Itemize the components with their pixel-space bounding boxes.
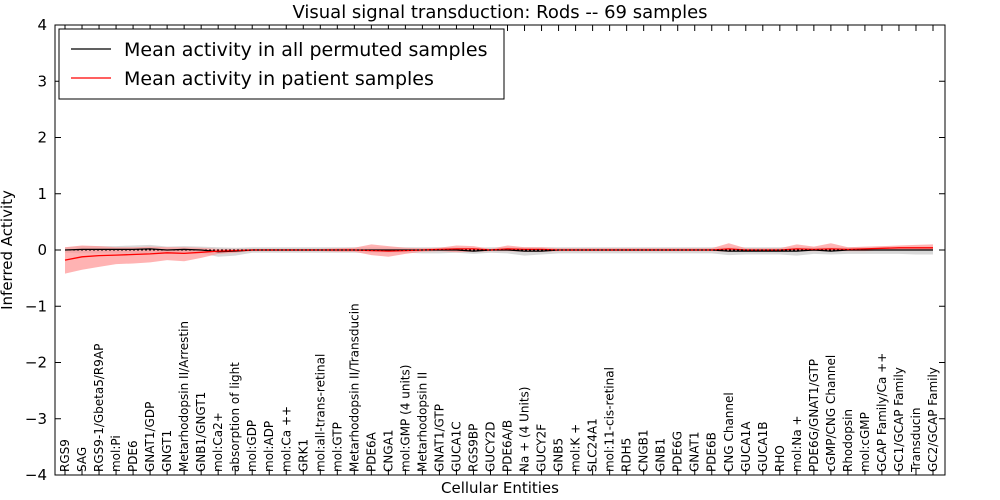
x-category-label: cGMP/CNG Channel bbox=[824, 355, 838, 472]
x-category-label: mol:Ca ++ bbox=[279, 406, 293, 472]
x-category-label: mol:K + bbox=[569, 424, 583, 472]
x-category-label: mol:all-trans-retinal bbox=[313, 354, 327, 472]
x-category-label: Metarhodopsin II/Arrestin bbox=[177, 321, 191, 472]
y-tick-label: 1 bbox=[37, 185, 47, 203]
x-category-label: GRK1 bbox=[296, 439, 310, 472]
legend-box bbox=[58, 28, 505, 100]
x-category-label: mol:11-cis-retinal bbox=[603, 367, 617, 472]
x-category-label: mol:GDP bbox=[245, 420, 259, 472]
x-category-label: GNB1 bbox=[654, 438, 668, 472]
x-category-label: Rhodopsin bbox=[841, 409, 855, 472]
x-category-label: RHO bbox=[773, 445, 787, 472]
x-category-label: CNGA1 bbox=[381, 430, 395, 473]
confidence-bands bbox=[65, 243, 933, 274]
x-category-label: Na + (4 Units) bbox=[518, 386, 532, 472]
line-series-1 bbox=[64, 247, 933, 261]
x-category-label: CNG Channel bbox=[722, 392, 736, 472]
y-axis-label: Inferred Activity bbox=[0, 190, 16, 310]
band-series-1 bbox=[65, 243, 933, 274]
x-category-label: mol:ADP bbox=[262, 421, 276, 472]
legend-label-patient: Mean activity in patient samples bbox=[124, 68, 434, 90]
x-category-label: mol:Ca2+ bbox=[211, 412, 225, 472]
x-category-label: GNAT1/GTP bbox=[432, 404, 446, 472]
x-category-label: GNB5 bbox=[552, 438, 566, 472]
x-category-label: GUCA1C bbox=[449, 421, 463, 472]
x-category-label: RGS9BP bbox=[466, 424, 480, 472]
x-category-label: PDE6 bbox=[126, 440, 140, 472]
x-category-label: GNAT1/GDP bbox=[143, 402, 157, 472]
x-category-label: GUCY2F bbox=[535, 424, 549, 472]
x-category-label: mol:cGMP bbox=[858, 412, 872, 472]
x-category-label: RDH5 bbox=[620, 438, 634, 472]
x-category-label: mol:GTP bbox=[330, 422, 344, 472]
x-category-label: GC1/GCAP Family bbox=[892, 367, 906, 472]
x-category-label: SAG bbox=[75, 447, 89, 472]
x-category-label: RGS9-1/Gbeta5/R9AP bbox=[92, 344, 106, 472]
x-category-label: PDE6G/GNAT1/GTP bbox=[807, 359, 821, 472]
x-category-label: mol:Na + bbox=[790, 415, 804, 472]
x-category-label: GUCA1A bbox=[739, 421, 753, 472]
x-category-label: GUCY2D bbox=[483, 422, 497, 472]
x-axis-label: Cellular Entities bbox=[441, 479, 559, 497]
x-category-label: GCAP Family/Ca ++ bbox=[875, 353, 889, 472]
x-category-label: mol:GMP (4 units) bbox=[398, 365, 412, 472]
x-category-label: GUCA1B bbox=[756, 421, 770, 472]
y-tick-label: −3 bbox=[25, 410, 47, 428]
x-category-label: GNB1/GNGT1 bbox=[194, 392, 208, 472]
x-category-label: PDE6A bbox=[364, 431, 378, 472]
y-tick-label: −1 bbox=[25, 297, 47, 315]
x-category-label: PDE6B bbox=[705, 432, 719, 472]
x-category-label: Transducin bbox=[909, 408, 923, 473]
x-category-label: GNAT1 bbox=[688, 431, 702, 472]
y-tick-label: 3 bbox=[37, 72, 47, 90]
x-category-label: Metarhodopsin II bbox=[415, 372, 429, 472]
y-axis-ticks: −4 −3 −2 −1 0 1 2 3 4 bbox=[25, 16, 945, 484]
legend: Mean activity in all permuted samples Me… bbox=[58, 28, 505, 100]
x-category-label: PDE6G bbox=[671, 431, 685, 472]
y-tick-label: 0 bbox=[37, 241, 47, 259]
y-tick-label: −2 bbox=[25, 354, 47, 372]
chart-title: Visual signal transduction: Rods -- 69 s… bbox=[292, 2, 707, 23]
x-category-label: RGS9 bbox=[58, 439, 72, 472]
x-category-label: GNGT1 bbox=[160, 430, 174, 472]
x-category-label: CNGB1 bbox=[637, 429, 651, 472]
x-category-label: SLC24A1 bbox=[586, 418, 600, 472]
y-tick-label: 2 bbox=[37, 129, 47, 147]
x-category-label: PDE6A/B bbox=[501, 420, 515, 472]
x-category-label: GC2/GCAP Family bbox=[926, 367, 940, 472]
x-category-label: Metarhodopsin II/Transducin bbox=[347, 303, 361, 472]
x-category-label: absorption of light bbox=[228, 362, 242, 472]
y-tick-label: 4 bbox=[37, 16, 47, 34]
y-tick-label: −4 bbox=[25, 466, 47, 484]
legend-label-permuted: Mean activity in all permuted samples bbox=[124, 39, 487, 61]
x-category-label: mol:Pi bbox=[109, 435, 123, 472]
